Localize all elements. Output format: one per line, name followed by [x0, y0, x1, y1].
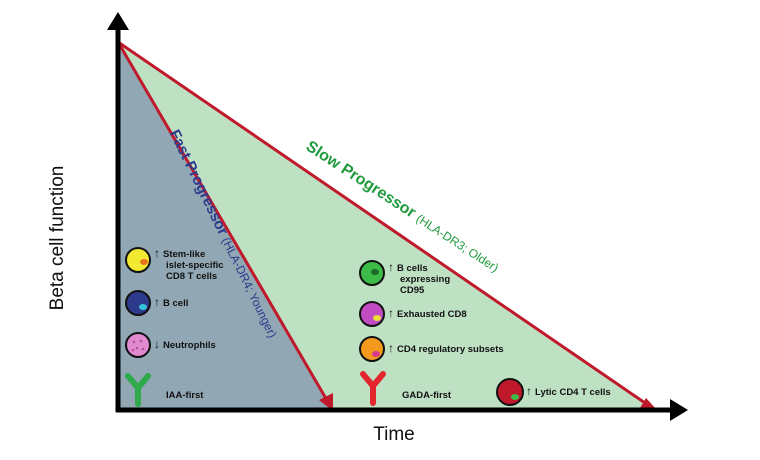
y-axis-arrowhead: [107, 12, 129, 30]
label-gada-first: GADA-first: [402, 390, 452, 401]
fast-progressor-line: [116, 41, 330, 403]
label-neutrophils: ↓Neutrophils: [154, 337, 216, 351]
y-axis-label: Beta cell function: [47, 165, 68, 311]
label-b-cell: ↑B cell: [154, 295, 189, 309]
label-stem-like-cd8: ↑Stem-like islet-specific CD8 T cells: [154, 246, 224, 282]
fast-progressor-arrowhead: [319, 393, 333, 411]
cell-b-cell-icon: [125, 290, 151, 316]
slow-progressor-arrowhead: [640, 398, 657, 410]
arrow-up-icon: ↑: [388, 260, 394, 274]
cell-cd95-b-cell-icon: [359, 260, 385, 286]
arrow-up-icon: ↑: [154, 295, 160, 309]
cell-cd4-regulatory-icon: [359, 336, 385, 362]
cell-exhausted-cd8-icon: [359, 301, 385, 327]
label-cd95-b-cells: ↑B cells expressing CD95: [388, 260, 451, 296]
arrow-up-icon: ↑: [388, 341, 394, 355]
arrow-down-icon: ↓: [154, 337, 160, 351]
arrow-up-icon: ↑: [388, 306, 394, 320]
cell-neutrophil-icon: [125, 332, 151, 358]
iaa-antibody-icon: [125, 373, 151, 407]
label-cd4-regulatory: ↑CD4 regulatory subsets: [388, 341, 504, 355]
x-axis-label: Time: [373, 424, 415, 445]
slow-progressor-line: [117, 40, 649, 407]
cell-stem-like-cd8-icon: [125, 247, 151, 273]
arrow-up-icon: ↑: [526, 384, 532, 398]
gada-antibody-icon: [360, 371, 386, 406]
label-exhausted-cd8: ↑Exhausted CD8: [388, 306, 467, 320]
arrow-up-icon: ↑: [154, 246, 160, 260]
x-axis-arrowhead: [670, 399, 688, 421]
label-lytic-cd4: ↑Lytic CD4 T cells: [526, 384, 611, 398]
label-iaa-first: IAA-first: [166, 390, 204, 401]
cell-lytic-cd4-icon: [496, 378, 524, 406]
